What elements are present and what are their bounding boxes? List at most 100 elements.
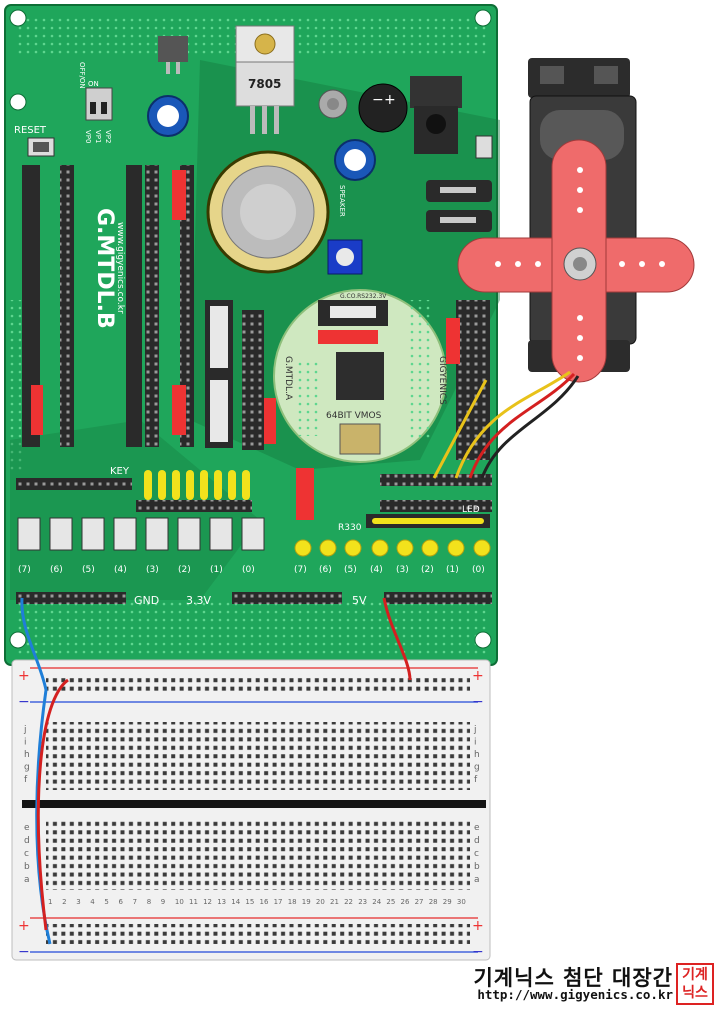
module-top-label: G.CO.RS232.3V <box>340 293 387 300</box>
key-index-1: (1) <box>210 565 223 575</box>
reset-label: RESET <box>14 125 47 136</box>
column-number: 20 <box>316 898 325 906</box>
led-index-1: (1) <box>446 565 459 575</box>
column-number: 22 <box>344 898 353 906</box>
led-index-labels: (7) (6) (5) (4) (3) (2) (1) (0) <box>294 565 485 575</box>
led-index-7: (7) <box>294 565 307 575</box>
key-index-4: (4) <box>114 565 127 575</box>
rail-label-5v: 5V <box>352 594 367 607</box>
column-number: 6 <box>119 898 124 906</box>
dip-switch[interactable] <box>85 87 113 121</box>
rail-minus-top-right: − <box>472 694 484 710</box>
column-number: 19 <box>302 898 311 906</box>
key-index-5: (5) <box>82 565 95 575</box>
footer-title: 기계닉스 첨단 대장간 <box>473 966 673 990</box>
board-name: G.MTDL.B <box>92 208 117 329</box>
svg-text:−: − <box>372 92 384 108</box>
row-letter-right: e <box>474 823 480 833</box>
footer-url[interactable]: http://www.gigyenics.co.kr <box>477 987 673 1002</box>
vp-label-0: VP0 <box>84 130 92 143</box>
key-label: KEY <box>110 466 130 477</box>
rail-minus-bottom-left: − <box>18 944 30 960</box>
rail-label-gnd: GND <box>134 594 159 607</box>
column-number: 27 <box>415 898 424 906</box>
column-number: 7 <box>133 898 137 906</box>
key-index-0: (0) <box>242 565 255 575</box>
switch-label-offon: OFF/ON <box>78 62 86 89</box>
column-number: 30 <box>457 898 466 906</box>
row-letter-right: d <box>474 836 480 846</box>
row-letter-left: e <box>24 823 30 833</box>
row-letter-right: i <box>474 738 477 748</box>
row-letter-left: h <box>24 750 30 760</box>
servo-wires <box>432 370 580 479</box>
servo-horn <box>457 139 695 383</box>
potentiometer-icon <box>318 89 348 119</box>
key-index-6: (6) <box>50 565 63 575</box>
led-index-0: (0) <box>472 565 485 575</box>
svg-text:+: + <box>384 92 396 108</box>
row-letter-left: f <box>24 775 28 785</box>
vp-label-1: VP1 <box>94 130 102 143</box>
resistor-label: R330 <box>338 523 362 533</box>
rail-minus-top-left: − <box>18 694 30 710</box>
trimmer-icon <box>327 239 363 275</box>
led-index-4: (4) <box>370 565 383 575</box>
regulator-label: 7805 <box>248 77 281 91</box>
column-number: 28 <box>429 898 438 906</box>
electrolytic-capacitor-icon: − + <box>358 83 408 133</box>
column-number: 4 <box>90 898 95 906</box>
row-letter-right: j <box>473 725 477 735</box>
led-label: LED <box>462 505 480 515</box>
key-index-7: (7) <box>18 565 31 575</box>
breadboard-wires <box>20 597 412 945</box>
column-number: 2 <box>62 898 66 906</box>
column-number: 25 <box>386 898 395 906</box>
middle-connectors <box>205 300 276 450</box>
reset-button[interactable] <box>27 137 55 157</box>
left-headers <box>22 165 194 447</box>
row-letter-right: b <box>474 862 480 872</box>
column-number: 16 <box>260 898 269 906</box>
speaker-label: SPEAKER <box>338 185 346 217</box>
led-row <box>294 539 491 557</box>
column-number: 15 <box>245 898 254 906</box>
module-name: G.MTDL.A <box>283 356 293 401</box>
column-number: 13 <box>217 898 226 906</box>
row-letter-right: g <box>474 763 480 773</box>
vp-label-2: VP2 <box>104 130 112 143</box>
breadboard <box>11 659 491 961</box>
column-number: 5 <box>104 898 108 906</box>
row-letter-left: a <box>24 875 30 885</box>
rail-label-3v3: 3.3V <box>186 594 211 607</box>
column-number: 29 <box>443 898 452 906</box>
speaker-icon <box>206 150 330 274</box>
module-chip-label: 64BIT VMOS <box>326 411 382 421</box>
board-url: www.gigyenics.co.kr <box>115 222 125 314</box>
column-number: 24 <box>372 898 381 906</box>
mcu-module <box>273 289 447 463</box>
column-number: 10 <box>175 898 184 906</box>
footer-seal: 기계닉스 <box>676 963 714 1005</box>
key-index-3: (3) <box>146 565 159 575</box>
key-index-2: (2) <box>178 565 191 575</box>
row-letter-left: c <box>24 849 29 859</box>
row-letter-left: g <box>24 763 30 773</box>
key-index-labels: (7) (6) (5) (4) (3) (2) (1) (0) <box>18 565 255 575</box>
resistor-array <box>144 470 250 500</box>
rail-plus-top-left: + <box>18 668 30 684</box>
row-letter-right: h <box>474 750 480 760</box>
column-number: 3 <box>76 898 80 906</box>
column-number: 26 <box>401 898 410 906</box>
column-number: 18 <box>288 898 297 906</box>
rail-minus-bottom-right: − <box>472 944 484 960</box>
column-number: 1 <box>48 898 52 906</box>
push-buttons[interactable] <box>17 517 265 551</box>
row-letter-right: a <box>474 875 480 885</box>
rail-plus-bottom-left: + <box>18 918 30 934</box>
mounting-hole-icon <box>9 9 492 649</box>
row-letter-left: i <box>24 738 27 748</box>
voltage-regulator <box>235 25 295 134</box>
